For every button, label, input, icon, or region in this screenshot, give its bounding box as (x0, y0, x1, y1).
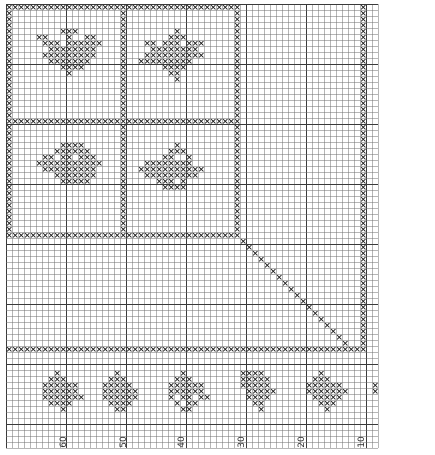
x-tick-label: 50 (119, 436, 129, 447)
x-tick-label: 10 (357, 436, 367, 447)
x-tick-label: 20 (297, 436, 307, 447)
x-tick-label: 30 (237, 436, 247, 447)
x-tick-label: 60 (59, 436, 69, 447)
x-tick-label: 40 (177, 436, 187, 447)
